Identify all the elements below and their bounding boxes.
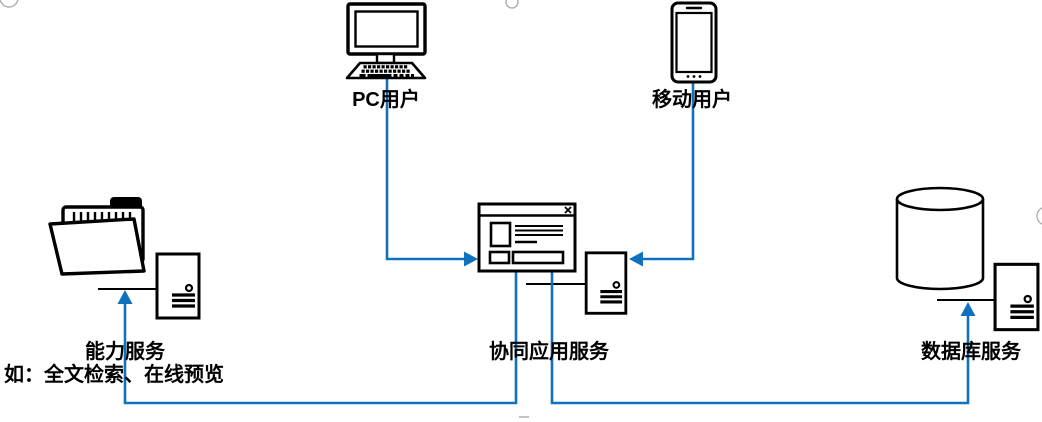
mobile-user-label: 移动用户 xyxy=(652,89,732,111)
capability-service-sublabel: 如：全文检索、在线预览 xyxy=(4,364,224,386)
black-link-lines xyxy=(98,283,996,301)
window-button-wide xyxy=(511,250,565,265)
folder-front-flap xyxy=(48,217,146,276)
open-folder-icon xyxy=(44,194,156,287)
pc-user-label: PC用户 xyxy=(352,89,420,111)
blue-arrowheads xyxy=(117,251,976,316)
blue-edges xyxy=(123,77,970,405)
edge-collab-to-database xyxy=(550,271,970,405)
cylinder-top-rim xyxy=(895,198,985,212)
database-service-label: 数据库服务 xyxy=(921,341,1021,363)
window-button-small xyxy=(488,250,511,265)
keyboard-keys xyxy=(359,65,414,77)
server-vents xyxy=(600,290,623,304)
server-icon xyxy=(154,251,202,328)
arrowhead-up-left xyxy=(117,290,133,304)
phone-buttons xyxy=(686,75,702,78)
server-icon xyxy=(583,250,629,323)
edge-mobile-to-collab xyxy=(643,81,695,261)
collaboration-service-label: 协同应用服务 xyxy=(489,341,609,363)
arrowhead-right xyxy=(464,251,478,267)
capability-service-label: 能力服务 xyxy=(85,341,165,363)
window-close-icon xyxy=(564,206,572,214)
server-icon xyxy=(992,261,1041,340)
edge-collab-to-capability xyxy=(123,271,518,405)
edge-pc-to-collab xyxy=(385,77,464,261)
window-image-placeholder xyxy=(489,221,512,248)
server-vents xyxy=(172,293,195,308)
desktop-computer-icon xyxy=(340,2,432,89)
arrowhead-left xyxy=(629,251,643,267)
server-vents xyxy=(1010,304,1034,320)
smartphone-icon xyxy=(668,1,720,90)
database-cylinder-icon xyxy=(893,186,987,299)
window-text-lines xyxy=(515,225,563,244)
arrowhead-up-right xyxy=(960,302,976,316)
application-window-icon xyxy=(477,202,577,279)
